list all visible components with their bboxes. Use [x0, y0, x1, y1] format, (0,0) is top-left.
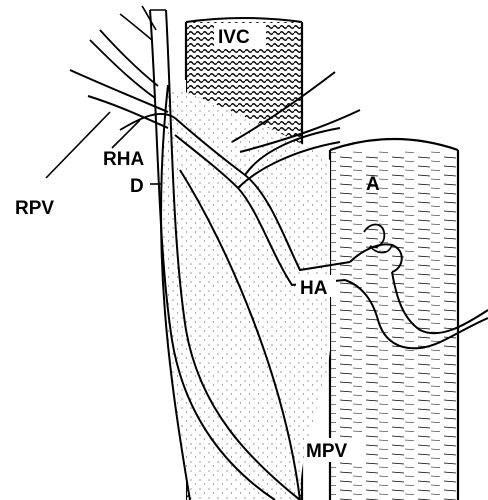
right-portal-vein — [69, 29, 169, 129]
label-ivc: IVC — [218, 27, 250, 48]
label-bile-duct: D — [130, 176, 144, 197]
hepatic-artery — [174, 117, 488, 350]
label-main-portal-vein: MPV — [306, 441, 348, 462]
label-hepatic-artery: HA — [300, 278, 328, 299]
label-aorta: A — [366, 174, 380, 195]
diagram-labels: IVC A RHA D RPV HA MPV — [15, 24, 380, 462]
leader-lines — [45, 111, 162, 185]
label-right-hepatic-artery: RHA — [103, 149, 144, 170]
label-right-portal-vein: RPV — [15, 198, 54, 219]
right-hepatic-artery — [119, 113, 176, 131]
